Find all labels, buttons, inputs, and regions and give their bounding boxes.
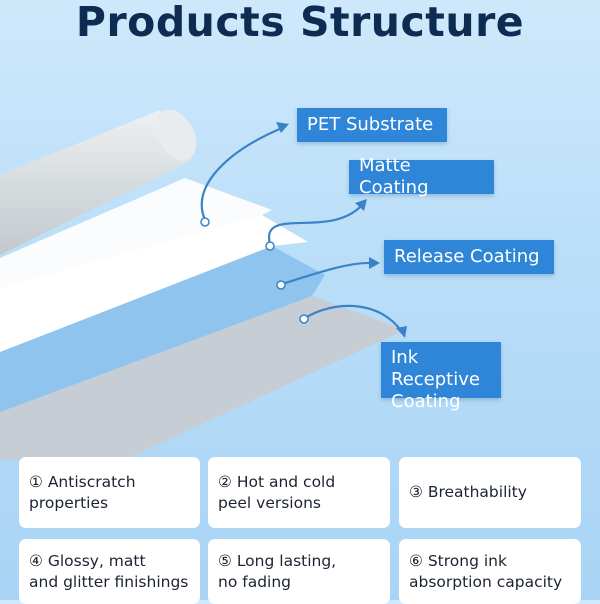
pet-arrow [200,126,284,222]
ink-arrowhead [396,326,407,338]
feature-card-3: ③ Breathability [399,457,581,528]
matte-dot [265,241,275,251]
pet-arrowhead [276,122,289,133]
release-coating-label: Release Coating [384,240,554,274]
film-layers-illustration [0,109,407,460]
release-arrow [280,261,374,286]
roll-end [155,109,197,161]
feature-text: ⑥ Strong ink absorption capacity [409,552,563,591]
page-title: Products Structure [75,0,525,46]
feature-card-6: ⑥ Strong ink absorption capacity [399,539,581,604]
matte-coating-label: Matte Coating [349,155,494,198]
matte-arrowhead [355,199,367,211]
feature-text: ① Antiscratch properties [29,472,136,512]
feature-card-5: ⑤ Long lasting, no fading [208,539,390,604]
feature-card-4: ④ Glossy, matt and glitter finishings [19,539,200,604]
feature-text: ⑤ Long lasting, no fading [218,552,337,591]
feature-text: ② Hot and cold peel versions [218,472,336,512]
roll [0,110,192,255]
ink-receptive-layer [0,296,405,460]
feature-card-1: ① Antiscratch properties [19,457,200,528]
feature-text: ④ Glossy, matt and glitter finishings [29,552,189,591]
pet-layer [0,178,272,288]
feature-text: ③ Breathability [409,483,527,501]
pet-substrate-label: PET Substrate [297,108,447,142]
matte-arrow [267,203,364,246]
release-dot [276,280,286,290]
release-layer [0,246,325,412]
matte-layer [0,215,308,352]
feature-card-2: ② Hot and cold peel versions [208,457,390,528]
release-arrowhead [369,257,380,269]
ink-arrow [303,304,404,334]
ink-receptive-coating-label: Ink Receptive Coating [381,342,501,412]
ink-dot [299,314,309,324]
pet-dot [200,217,210,227]
